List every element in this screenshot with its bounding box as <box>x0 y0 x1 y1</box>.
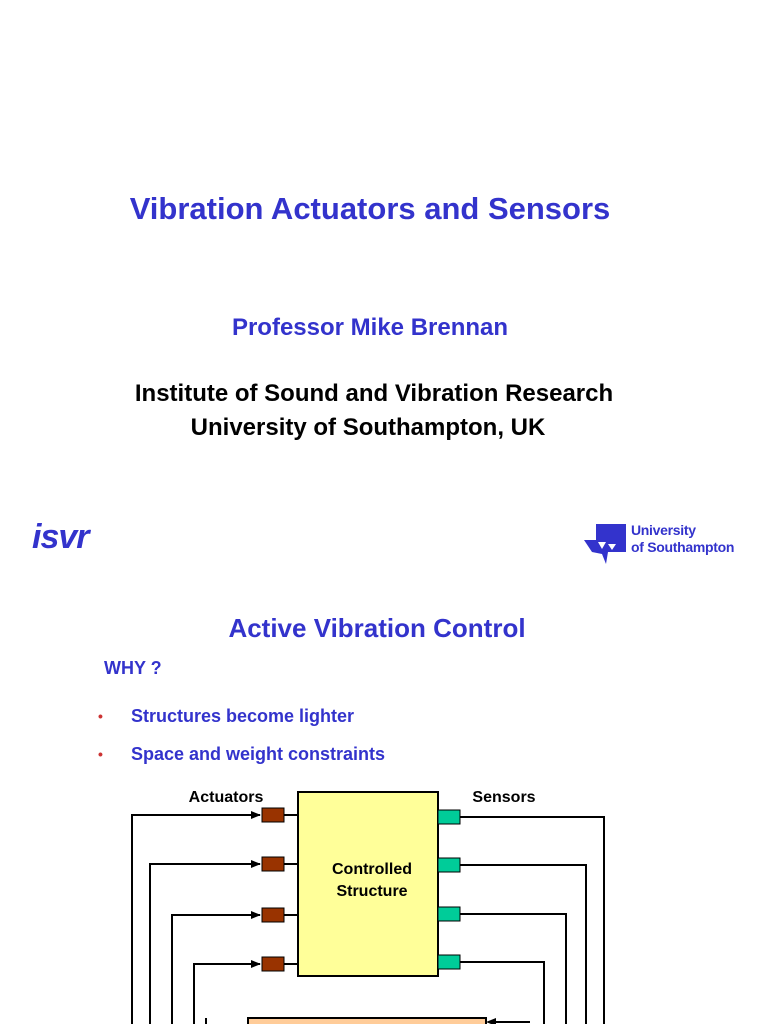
slide-title: Vibration Actuators and Sensors <box>129 191 611 226</box>
university-logo: University of Southampton <box>584 522 744 566</box>
bullet-dot-icon: • <box>98 708 103 724</box>
actuator-block <box>261 956 285 972</box>
why-heading: WHY ? <box>104 658 162 678</box>
bullet-text: Space and weight constraints <box>131 744 386 764</box>
sensor-block <box>437 857 461 873</box>
isvr-logo: isvr <box>32 518 89 556</box>
actuator-block <box>261 807 285 823</box>
university-logo-text: University of Southampton <box>631 522 734 556</box>
actuator-block <box>261 907 285 923</box>
controller-box <box>247 1017 487 1024</box>
controlled-structure-box <box>297 791 439 977</box>
bullet-dot-icon: • <box>98 746 103 762</box>
section-title: Active Vibration Control <box>228 613 526 643</box>
controlled-structure-label-1: Controlled <box>332 861 412 878</box>
university-crest-icon <box>584 524 626 564</box>
actuator-wires <box>131 811 298 1024</box>
university-logo-line-1: University <box>631 522 696 538</box>
actuator-block <box>261 856 285 872</box>
university-logo-line-2: of Southampton <box>631 539 735 555</box>
controlled-structure-label-2: Structure <box>336 883 407 900</box>
sensor-block <box>437 954 461 970</box>
institute-line-1: Institute of Sound and Vibration Researc… <box>134 380 614 407</box>
sensor-wires <box>460 816 605 1024</box>
sensors-label: Sensors <box>472 789 535 806</box>
control-diagram: Actuators Sensors Controlled Structure <box>131 789 605 1024</box>
controller-arrow-icon <box>486 1018 496 1024</box>
author-name: Professor Mike Brennan <box>231 314 509 341</box>
sensor-block <box>437 809 461 825</box>
bullet-text: Structures become lighter <box>131 706 355 726</box>
sensor-block <box>437 906 461 922</box>
actuators-label: Actuators <box>189 789 264 806</box>
institute-line-2: University of Southampton, UK <box>190 414 546 441</box>
